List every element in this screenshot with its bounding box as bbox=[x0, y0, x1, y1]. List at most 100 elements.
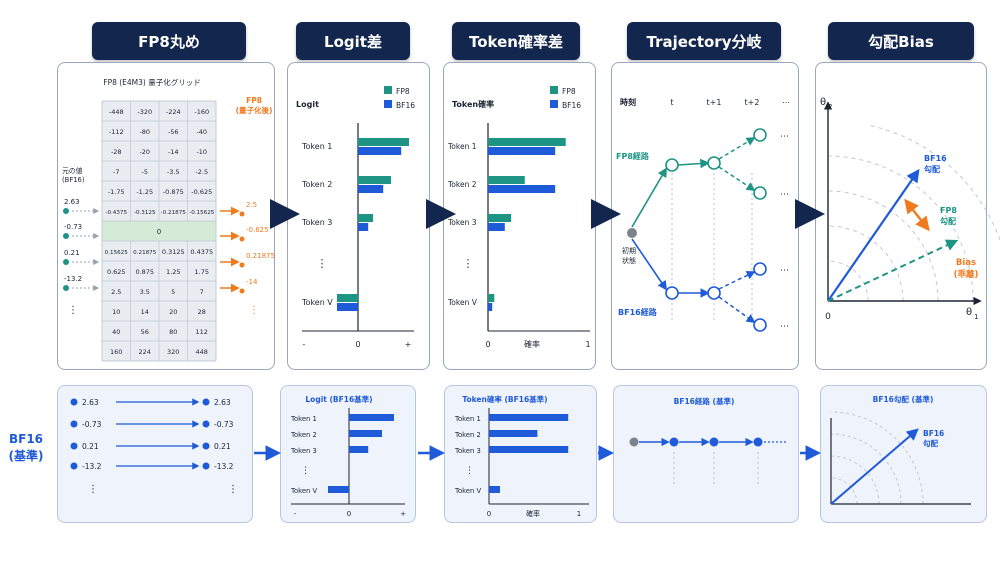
bf16-path-node bbox=[753, 318, 767, 332]
fp8-path-node bbox=[707, 156, 721, 170]
grid-cell-value: -80 bbox=[139, 128, 150, 136]
grid-cell-value: 0.15625 bbox=[105, 250, 129, 256]
ellipsis: ⋯ bbox=[780, 322, 789, 332]
grid-cell-value: -448 bbox=[109, 108, 124, 116]
fp8-value-text: 2.5 bbox=[246, 201, 257, 209]
ellipsis: ⋯ bbox=[780, 266, 789, 276]
contour-arc bbox=[830, 455, 880, 505]
token-ellipsis: ⋮ bbox=[465, 466, 474, 476]
original-value-text: 0.21 bbox=[64, 249, 80, 257]
original-value-dot bbox=[63, 208, 69, 214]
bar-bf16 bbox=[349, 430, 382, 437]
bf16-path-segment bbox=[718, 271, 756, 290]
panel-fp8-rounding: FP8 (E4M3) 量子化グリッド-448-320-224-160-112-8… bbox=[57, 62, 275, 370]
bf16-baseline-label: BF16(基準) bbox=[9, 432, 44, 463]
token-label: Token 3 bbox=[447, 218, 477, 227]
mini-chart-tick: 0 bbox=[347, 510, 351, 518]
header-logit-diff: Logit差 bbox=[296, 22, 410, 60]
initial-state-label: 初期 bbox=[622, 246, 636, 255]
bf16-value-text: 2.63 bbox=[82, 398, 99, 407]
bar-fp8 bbox=[488, 294, 495, 302]
bf16-value-dot bbox=[202, 398, 210, 406]
bf16-value-dot bbox=[202, 462, 210, 470]
grid-cell-value: 320 bbox=[167, 348, 179, 356]
bf16-value-text: 2.63 bbox=[214, 398, 231, 407]
contour-arc bbox=[830, 477, 858, 505]
fp8-gradient-label: FP8 bbox=[940, 206, 957, 215]
bar-bf16 bbox=[489, 414, 569, 421]
bias-label: (乖離) bbox=[954, 269, 979, 280]
token-label: Token V bbox=[301, 298, 333, 307]
grid-cell-value: 56 bbox=[141, 328, 149, 336]
bar-bf16 bbox=[358, 147, 402, 155]
bf16-path-node bbox=[669, 437, 679, 447]
ellipsis: ⋮ bbox=[88, 484, 98, 495]
grid-cell-value: 448 bbox=[196, 348, 208, 356]
grid-cell bbox=[187, 340, 217, 362]
bar-bf16 bbox=[489, 486, 500, 493]
grid-cell-value: 7 bbox=[200, 288, 204, 296]
bar-bf16 bbox=[358, 223, 369, 231]
bar-bf16 bbox=[489, 430, 538, 437]
bar-bf16 bbox=[488, 147, 556, 155]
contour-arc bbox=[830, 411, 924, 505]
grid-cell-value: -1.25 bbox=[136, 188, 153, 196]
bf16-gradient-title: BF16勾配 (基準) bbox=[873, 394, 934, 404]
grid-cell-value: -0.3125 bbox=[134, 210, 156, 216]
bf16-path-node bbox=[753, 262, 767, 276]
chart-tick: 0 bbox=[355, 340, 360, 349]
bias-arrow bbox=[904, 198, 930, 232]
fp8-gradient-arrow bbox=[827, 239, 959, 302]
legend-label-fp8: FP8 bbox=[562, 87, 576, 96]
bf16-gradient-label: BF16 bbox=[923, 429, 944, 438]
theta1-label: θ bbox=[966, 307, 972, 318]
bar-fp8 bbox=[358, 214, 373, 222]
bf16-value-text: -13.2 bbox=[82, 462, 102, 471]
bf16-value-dot bbox=[202, 420, 210, 428]
token-label: Token 1 bbox=[447, 142, 477, 151]
fp8-path-node bbox=[665, 158, 679, 172]
mini-chart-title: Token確率 (BF16基準) bbox=[462, 394, 547, 404]
grid-title: FP8 (E4M3) 量子化グリッド bbox=[103, 77, 200, 87]
legend-swatch-fp8 bbox=[384, 86, 392, 94]
original-value-dot bbox=[63, 233, 69, 239]
contour-arc bbox=[827, 155, 974, 302]
chart-tick: - bbox=[303, 340, 306, 349]
bf16-value-text: -0.73 bbox=[214, 420, 234, 429]
bf16-value-text: -13.2 bbox=[214, 462, 234, 471]
bf16-path-segment bbox=[718, 296, 756, 324]
bar-bf16 bbox=[349, 414, 394, 421]
grid-cell-value: 160 bbox=[110, 348, 122, 356]
fp8-path-label: FP8経路 bbox=[616, 151, 650, 161]
token-label: Token 1 bbox=[290, 415, 317, 423]
token-label: Token V bbox=[454, 487, 481, 495]
grid-cell-value: -20 bbox=[139, 148, 150, 156]
bf16-value-text: 0.21 bbox=[214, 442, 231, 451]
token-label: Token 3 bbox=[454, 447, 481, 455]
fp8-value-dot bbox=[239, 236, 245, 242]
contour-arc bbox=[867, 124, 1000, 243]
bar-bf16 bbox=[488, 303, 493, 311]
bar-bf16 bbox=[488, 223, 505, 231]
grid-cell-value: 0 bbox=[157, 228, 161, 236]
grid-cell-value: -1.75 bbox=[108, 188, 125, 196]
token-label: Token 2 bbox=[454, 431, 481, 439]
initial-state-label: 状態 bbox=[622, 256, 636, 265]
origin-label: 0 bbox=[825, 312, 831, 322]
bar-bf16 bbox=[328, 486, 349, 493]
bf16-gradient-arrow bbox=[830, 428, 919, 505]
grid-cell-value: -28 bbox=[111, 148, 122, 156]
grid-cell-value: -56 bbox=[168, 128, 179, 136]
grid-cell-value: -40 bbox=[196, 128, 207, 136]
grid-cell-value: 0.3125 bbox=[162, 248, 185, 256]
ellipsis: ⋮ bbox=[68, 305, 78, 316]
initial-state-node bbox=[627, 228, 637, 238]
theta2-subscript: 2 bbox=[828, 103, 832, 111]
fp8-path-segment bbox=[677, 158, 710, 169]
grid-cell-value: -0.21875 bbox=[161, 210, 187, 216]
legend-swatch-fp8 bbox=[550, 86, 558, 94]
grid-cell-value: 28 bbox=[198, 308, 206, 316]
grid-cell-value: 14 bbox=[141, 308, 149, 316]
